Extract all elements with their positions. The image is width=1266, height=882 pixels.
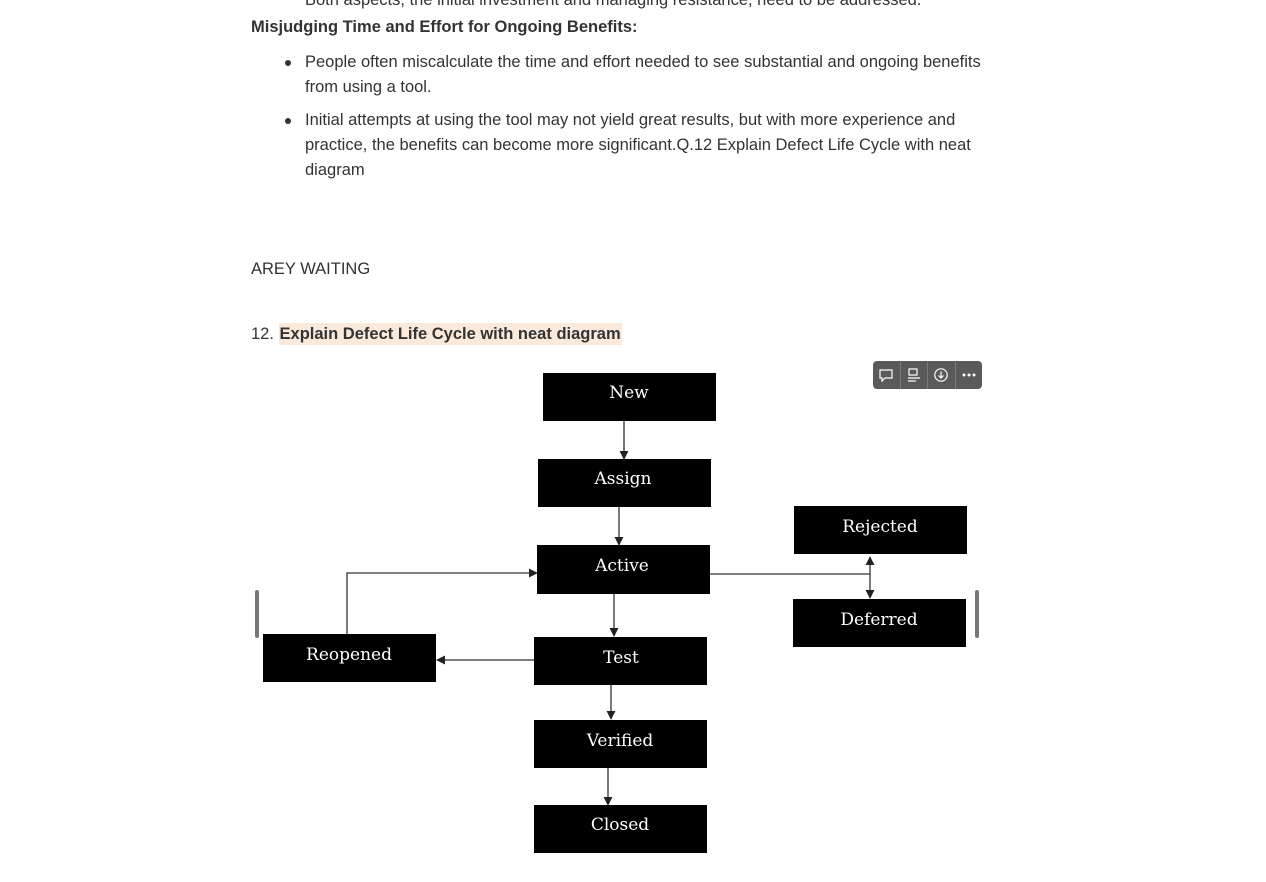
node-label: Reopened <box>306 645 392 665</box>
node-active: Active <box>537 545 710 594</box>
node-label: New <box>609 383 649 403</box>
node-reopened: Reopened <box>263 634 436 682</box>
edge-reopened-active <box>346 568 538 634</box>
partially-visible-line: Both aspects, the initial investment and… <box>305 0 922 9</box>
node-label: Closed <box>591 815 649 835</box>
download-icon <box>934 368 949 382</box>
node-label: Rejected <box>842 517 918 537</box>
diagram-edges <box>346 421 875 806</box>
list-item: People often miscalculate the time and e… <box>251 50 981 100</box>
highlighted-question: Explain Defect Life Cycle with neat diag… <box>278 323 622 345</box>
node-new: New <box>543 373 716 421</box>
download-button[interactable] <box>928 361 956 389</box>
node-label: Assign <box>594 469 652 489</box>
list-number: 12. <box>251 325 274 343</box>
image-resize-handle-right[interactable] <box>975 590 979 638</box>
node-rejected: Rejected <box>794 506 967 554</box>
list-item: Initial attempts at using the tool may n… <box>251 108 981 183</box>
node-deferred: Deferred <box>793 599 966 647</box>
numbered-heading: 12. Explain Defect Life Cycle with neat … <box>251 323 622 345</box>
node-closed: Closed <box>534 805 707 853</box>
node-label: Verified <box>586 731 654 751</box>
node-test: Test <box>534 637 707 685</box>
node-assign: Assign <box>538 459 711 507</box>
image-resize-handle-left[interactable] <box>255 590 259 638</box>
paragraph-text: AREY WAITING <box>251 260 371 278</box>
node-label: Deferred <box>840 610 917 630</box>
image-toolbar <box>873 361 982 389</box>
alt-text-button[interactable] <box>901 361 928 389</box>
more-icon <box>962 373 976 377</box>
node-verified: Verified <box>534 720 707 768</box>
alt-text-icon <box>907 368 920 382</box>
comment-button[interactable] <box>873 361 901 389</box>
comment-icon <box>879 369 893 383</box>
section-subheading: Misjudging Time and Effort for Ongoing B… <box>251 18 638 36</box>
more-options-button[interactable] <box>956 361 983 389</box>
bullet-list: People often miscalculate the time and e… <box>251 50 981 191</box>
node-label: Test <box>603 648 639 668</box>
node-label: Active <box>594 556 649 576</box>
